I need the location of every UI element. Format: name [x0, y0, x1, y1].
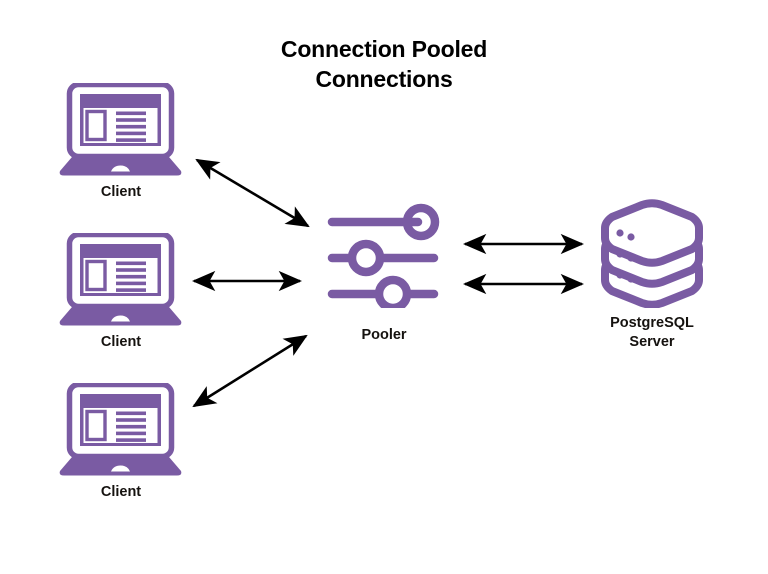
- sliders-icon: [326, 198, 446, 313]
- node-postgresql-server[interactable]: PostgreSQL Server: [596, 196, 708, 350]
- node-label-client-3: Client: [100, 484, 142, 500]
- title-line-2: Connections: [315, 66, 453, 92]
- title-line-1: Connection Pooled: [280, 36, 488, 62]
- laptop-icon: [58, 383, 183, 478]
- node-client-1[interactable]: Client: [58, 83, 183, 200]
- node-client-3[interactable]: Client: [58, 383, 183, 500]
- node-label-pooler: Pooler: [361, 327, 407, 343]
- node-client-2[interactable]: Client: [58, 233, 183, 350]
- laptop-icon: [58, 233, 183, 328]
- node-label-client-1: Client: [100, 184, 142, 200]
- database-stack-icon: [596, 196, 708, 309]
- server-label-line-1: PostgreSQL: [610, 315, 694, 331]
- node-pooler[interactable]: Pooler: [326, 198, 446, 343]
- server-label-line-2: Server: [629, 334, 675, 350]
- diagram-title: Connection Pooled Connections: [234, 34, 534, 94]
- node-label-postgresql-server: PostgreSQL Server: [552, 314, 752, 352]
- laptop-icon: [58, 83, 183, 178]
- node-label-client-2: Client: [100, 334, 142, 350]
